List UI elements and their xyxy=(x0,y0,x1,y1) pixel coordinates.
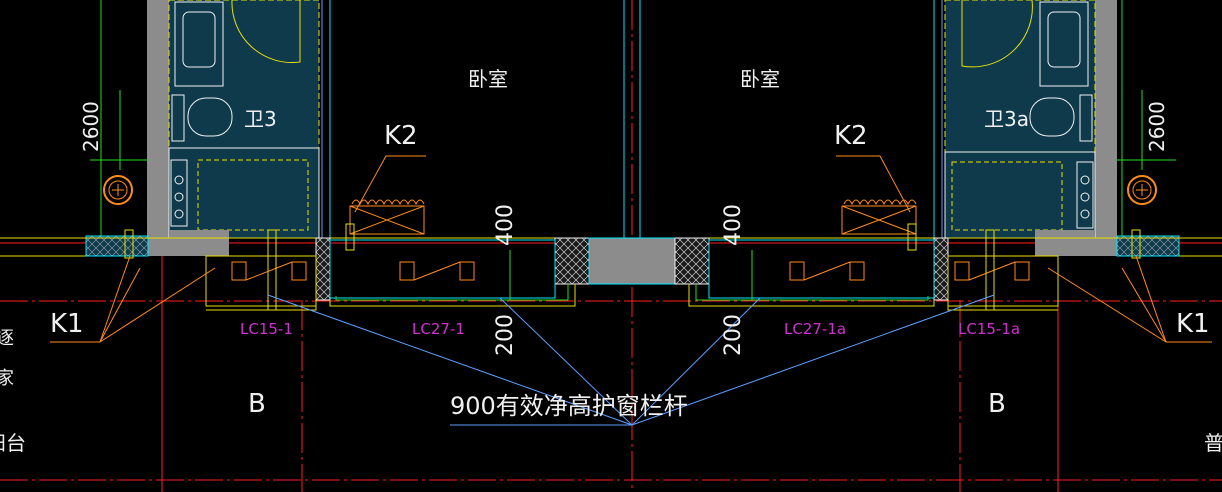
pipe-markers xyxy=(124,229,1141,311)
edge-text-left-top: 逐 xyxy=(0,328,14,349)
dim-400-left: 400 xyxy=(493,204,518,246)
dim-200-right: 200 xyxy=(721,314,746,356)
note-leaders xyxy=(267,294,995,426)
dim-2600-right: 2600 xyxy=(1145,101,1169,152)
room-label-bedroom-left: 卧室 xyxy=(468,67,508,91)
dim-2600-left: 2600 xyxy=(79,101,103,152)
railing-note: 900有效净高护窗栏杆 xyxy=(450,392,688,420)
k1-leaders xyxy=(50,255,1212,343)
dim-400-right: 400 xyxy=(721,204,746,246)
floor-drain-right xyxy=(1127,175,1157,205)
window-label-lc15-1: LC15-1 xyxy=(240,320,293,338)
ac-unit-k2-right xyxy=(836,155,917,251)
toilet-left xyxy=(147,0,320,256)
window-sash-symbols xyxy=(231,261,1030,281)
edge-text-left-mid: 家 xyxy=(0,368,14,389)
tag-b-right: B xyxy=(988,389,1006,419)
window-label-lc15-1a: LC15-1a xyxy=(958,320,1020,338)
floor-drain-left xyxy=(103,175,133,205)
tag-k2-right: K2 xyxy=(834,121,868,151)
tag-k1-left: K1 xyxy=(50,309,84,339)
window-label-lc27-1: LC27-1 xyxy=(412,320,465,338)
dim-200-left: 200 xyxy=(493,314,518,356)
dimension-lines xyxy=(90,90,1176,300)
toilet-right xyxy=(944,0,1117,256)
tag-k2-left: K2 xyxy=(384,121,418,151)
room-label-toilet-right: 卫3a xyxy=(984,107,1029,131)
tag-b-left: B xyxy=(248,389,266,419)
guide-lines xyxy=(100,0,1123,240)
window-label-lc27-1a: LC27-1a xyxy=(784,320,846,338)
room-label-toilet-left: 卫3 xyxy=(244,107,277,131)
ac-unit-k2-left xyxy=(345,155,426,251)
labels: 卧室 卧室 卫3 卫3a K2 K2 K1 K1 B B LC15-1 LC27… xyxy=(0,67,1222,455)
edge-text-left-bottom: 阳台 xyxy=(0,431,26,455)
tag-k1-right: K1 xyxy=(1176,309,1210,339)
room-label-bedroom-right: 卧室 xyxy=(740,67,780,91)
edge-text-right-bottom: 普 xyxy=(1204,431,1222,455)
